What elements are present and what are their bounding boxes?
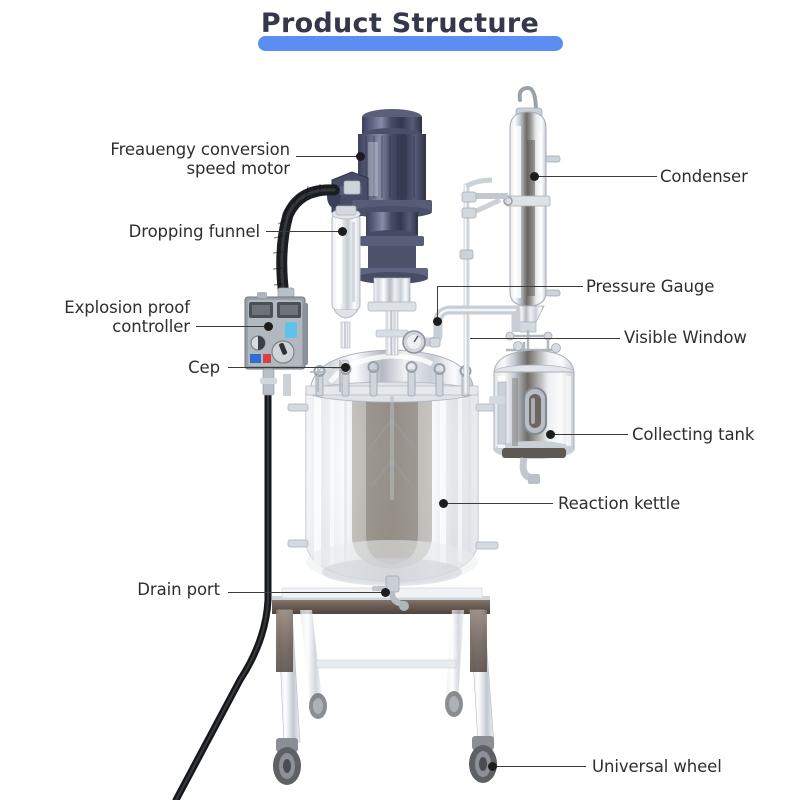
leader-dot-pressure-gauge bbox=[433, 317, 442, 326]
callout-label-visible-window: Visible Window bbox=[624, 328, 747, 347]
page-title: Product Structure bbox=[0, 8, 800, 56]
leader-dot-universal-wheel bbox=[488, 762, 497, 771]
leader-line-controller bbox=[196, 326, 270, 328]
leader-dot-motor bbox=[356, 152, 365, 161]
caster-wheel-rear-left bbox=[309, 693, 327, 719]
leader-line-visible-window bbox=[470, 338, 620, 340]
callout-label-drain-port: Drain port bbox=[137, 580, 220, 599]
callout-label-pressure-gauge: Pressure Gauge bbox=[586, 277, 715, 296]
dropping-funnel bbox=[331, 205, 361, 349]
leader-line-universal-wheel bbox=[496, 766, 586, 768]
callout-label-cep: Cep bbox=[188, 358, 220, 377]
callout-label-universal-wheel: Universal wheel bbox=[592, 757, 722, 776]
leader-line-collecting-tank bbox=[552, 434, 628, 436]
leader-dot-drain-port bbox=[381, 588, 390, 597]
controller-box bbox=[244, 292, 308, 370]
caster-wheel-right bbox=[469, 736, 497, 783]
pressure-gauge bbox=[402, 330, 426, 354]
leader-dot-cep bbox=[341, 363, 350, 372]
leader-dot-controller bbox=[264, 322, 273, 331]
caster-wheel-rear-right bbox=[445, 691, 463, 717]
leader-line-dropping-funnel bbox=[266, 231, 344, 233]
leader-line-reaction-kettle bbox=[445, 503, 553, 505]
callout-label-dropping-funnel: Dropping funnel bbox=[128, 222, 260, 241]
callout-label-frequency-conversion-speed-motor: Freauengy conversion speed motor bbox=[110, 140, 290, 178]
leader-dot-dropping-funnel bbox=[338, 227, 347, 236]
collecting-tank bbox=[489, 340, 575, 484]
leader-line-condenser bbox=[535, 176, 657, 178]
vapor-pipe bbox=[402, 305, 521, 354]
leader-line-motor bbox=[296, 156, 360, 158]
callout-label-condenser: Condenser bbox=[660, 167, 748, 186]
callout-label-collecting-tank: Collecting tank bbox=[632, 425, 755, 444]
leader-line-drain-port bbox=[228, 592, 386, 594]
callout-label-explosion-proof-controller: Explosion proof controller bbox=[64, 298, 190, 336]
leader-line-pressure-gauge bbox=[437, 286, 583, 288]
leader-dot-collecting-tank bbox=[546, 430, 555, 439]
leader-dot-condenser bbox=[530, 172, 539, 181]
callout-label-reaction-kettle: Reaction kettle bbox=[558, 494, 681, 513]
title-text: Product Structure bbox=[260, 8, 540, 39]
leader-line-pressure-gauge-drop bbox=[437, 286, 439, 322]
caster-wheels bbox=[273, 691, 497, 785]
leader-dot-reaction-kettle bbox=[439, 499, 448, 508]
leader-line-cep bbox=[228, 367, 346, 369]
caster-wheel-left bbox=[273, 738, 301, 785]
motor-assembly bbox=[327, 109, 432, 500]
condenser bbox=[503, 85, 561, 352]
title-highlight-bar bbox=[258, 36, 563, 51]
support-stand bbox=[272, 587, 495, 745]
